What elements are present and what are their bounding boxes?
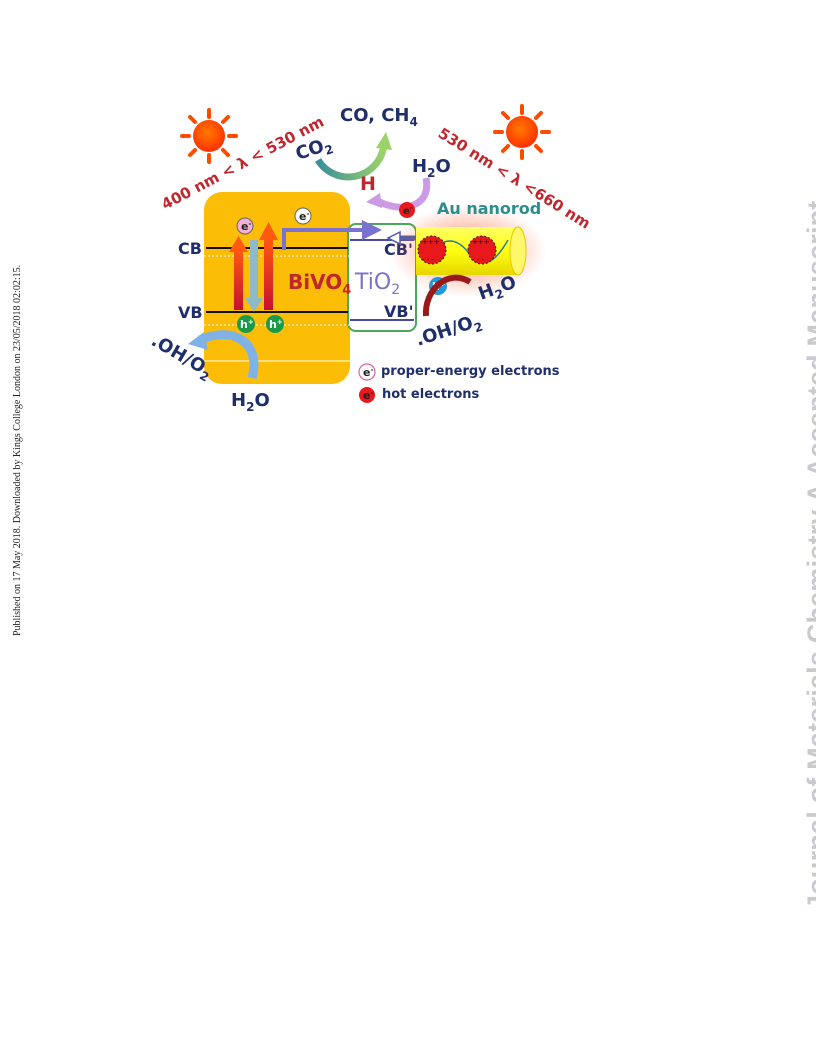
hot-electron-top: e- [399,202,415,218]
excitation-arrows [229,222,278,312]
svg-text:e-: e- [403,204,413,217]
svg-text:h+: h+ [269,318,283,331]
hydrogen-label: H [360,173,376,195]
hole-1: h+ [237,315,255,333]
h2o-right-label: H2O [476,272,521,308]
sun-icon-right [493,104,551,160]
oh-o2-right-label: .OH/O2 [413,310,485,354]
legend-hot-label: hot electrons [382,387,480,402]
au-nanorod-label: Au nanorod [437,199,541,218]
h2o-top-label: H2O [412,156,451,180]
cb-label: CB [178,239,202,258]
bivo4-label: BiVO4 [288,270,351,298]
svg-text:+++: +++ [472,238,490,246]
hot-electron-cloud-1: +++ - - - [417,235,447,265]
oxidation-arrow-right [422,274,472,317]
svg-text:e-: e- [241,220,251,233]
legend: e- proper-energy electrons e- hot electr… [358,363,560,403]
proper-electron-bivo4: e- [236,217,254,235]
hole-2: h+ [266,315,284,333]
svg-text:e-: e- [363,366,373,379]
legend-hot-electron-icon: e- [359,387,375,403]
legend-proper-electron-icon: e- [358,363,376,381]
products-label: CO, CH4 [340,105,418,129]
hot-electron-cloud-2: +++ - - - [467,235,497,265]
h2o-bottom-label: H2O [231,390,270,414]
svg-text:e-: e- [363,389,373,402]
vb-prime-label: VB' [384,302,413,321]
svg-text:e-: e- [299,210,309,223]
svg-text:+++: +++ [422,238,440,246]
vb-label: VB [178,303,203,322]
au-nanorod: +++ - - - +++ - - - [390,205,546,297]
co2-reduction-arrow [315,145,388,181]
water-splitting-arrow [374,177,431,211]
svg-text:- - -: - - - [472,256,485,264]
legend-proper-label: proper-energy electrons [381,364,560,379]
tio2-label: TiO2 [354,270,400,298]
proper-electron-top: e- [294,207,312,225]
oxidation-arrow-left [198,330,259,380]
sun-icon-left [180,108,238,164]
electron-transfer-arrow [282,220,382,250]
svg-text:- - -: - - - [422,256,435,264]
svg-text:h+: h+ [240,318,254,331]
